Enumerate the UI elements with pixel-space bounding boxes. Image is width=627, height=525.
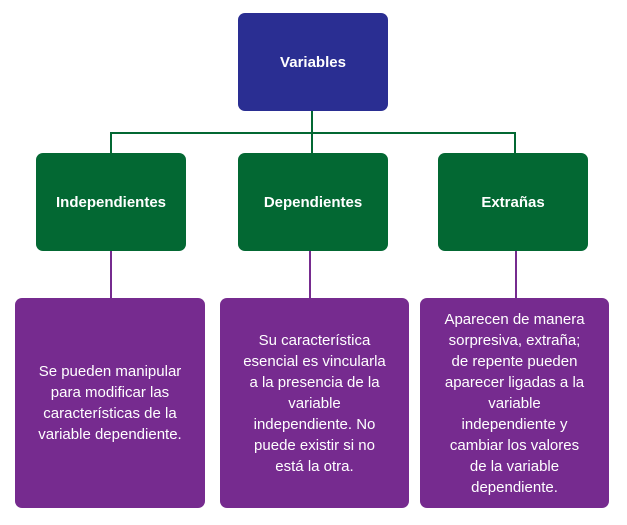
desc-line: para modificar las [50, 384, 170, 401]
desc-line: independiente. No [253, 415, 376, 433]
desc-line: esencial es vincularla [243, 352, 386, 370]
node-label: Extrañas [481, 193, 545, 211]
connector-extranas [514, 132, 516, 153]
desc-line: puede existir si no [254, 436, 375, 454]
connector-dependientes [311, 132, 313, 153]
desc-line: de repente pueden [451, 352, 578, 370]
connector-desc-2 [309, 251, 311, 298]
desc-line: cambiar los valores [449, 436, 580, 454]
connector-independientes [110, 132, 112, 153]
desc-line: Aparecen de manera [444, 310, 585, 328]
desc-line: variable [488, 394, 541, 412]
description-dependientes: Su característica esencial es vincularla… [220, 298, 409, 508]
connector-desc-1 [110, 251, 112, 298]
node-dependientes: Dependientes [238, 153, 388, 251]
node-independientes: Independientes [36, 153, 186, 251]
connector-root [311, 111, 313, 133]
desc-line: dependiente. [471, 478, 558, 496]
node-extranas: Extrañas [438, 153, 588, 251]
desc-line: variable dependiente. [38, 426, 182, 443]
desc-line: está la otra. [275, 457, 354, 475]
desc-line: aparecer ligadas a la [444, 373, 585, 391]
description-independientes: Se pueden manipular para modificar las c… [15, 298, 205, 508]
node-label: Dependientes [263, 193, 363, 211]
connector-desc-3 [515, 251, 517, 298]
desc-line: variable [288, 394, 341, 412]
connector-horizontal [110, 132, 516, 134]
root-label: Variables [280, 53, 346, 71]
desc-line: sorpresiva, extraña; [448, 331, 581, 349]
description-extranas: Aparecen de manera sorpresiva, extraña; … [420, 298, 609, 508]
desc-line: de la variable [469, 457, 560, 475]
root-node-variables: Variables [238, 13, 388, 111]
desc-line: Se pueden manipular [38, 363, 182, 380]
desc-line: a la presencia de la [249, 373, 380, 391]
desc-line: características de la [43, 405, 177, 422]
desc-line: Su característica [258, 331, 371, 349]
node-label: Independientes [55, 193, 167, 211]
desc-line: independiente y [461, 415, 568, 433]
